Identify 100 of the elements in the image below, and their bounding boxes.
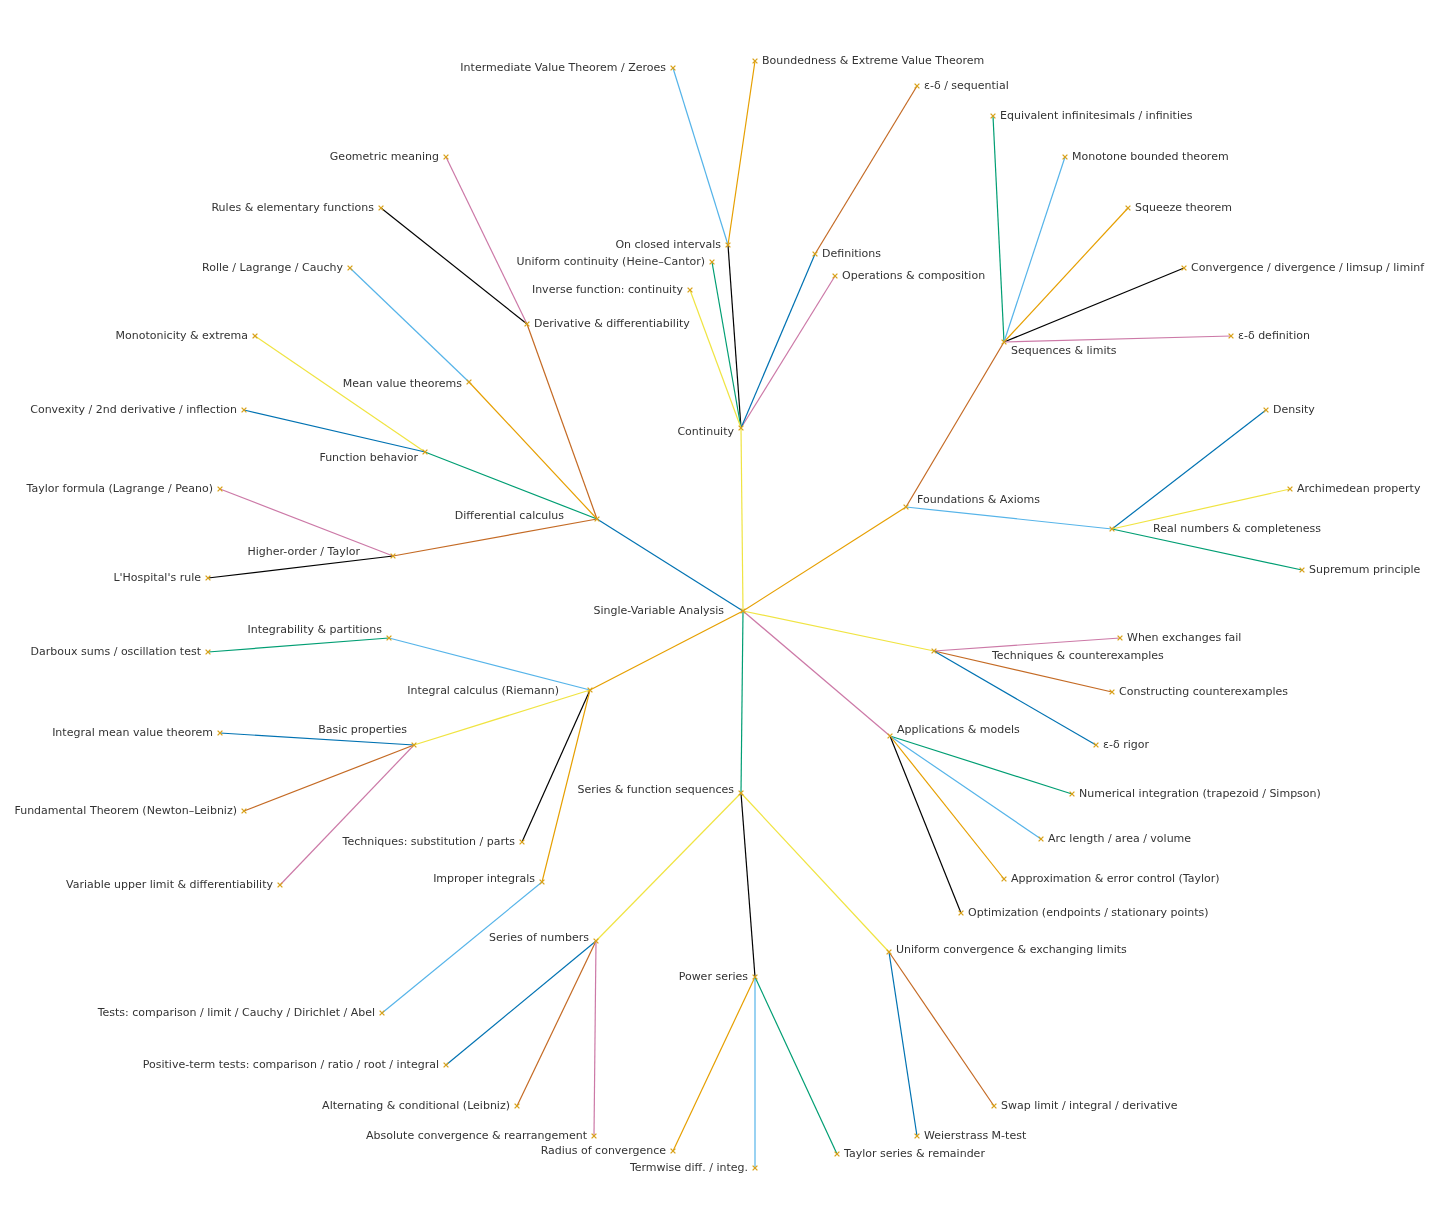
connector-line — [689, 289, 742, 429]
topic-label: Geometric meaning — [329, 151, 439, 163]
connector-line — [1111, 409, 1267, 530]
connector-line — [672, 976, 756, 1152]
connector-line — [593, 940, 597, 1137]
topic-label: Positive-term tests: comparison / ratio / root / integral — [142, 1059, 439, 1071]
topic-label: Series & function sequences — [577, 784, 734, 796]
topic-label: Integral mean value theorem — [52, 727, 213, 739]
topic-label: Taylor formula (Lagrange / Peano) — [26, 483, 213, 495]
topic-label: Constructing counterexamples — [1119, 686, 1288, 698]
topic-label: ε-δ rigor — [1103, 739, 1149, 751]
topic-label: Mean value theorems — [342, 378, 462, 390]
topic-label: Approximation & error control (Taylor) — [1011, 873, 1220, 885]
topic-label: Uniform continuity (Heine–Cantor) — [516, 256, 705, 268]
topic-label: Absolute convergence & rearrangement — [366, 1130, 587, 1142]
topic-label: Termwise diff. / integ. — [629, 1162, 748, 1174]
connector-line — [413, 689, 591, 746]
topic-label: Monotonicity & extrema — [115, 330, 248, 342]
connector-line — [589, 610, 744, 691]
topic-label: Fundamental Theorem (Newton–Leibniz) — [14, 805, 237, 817]
topic-label: Series of numbers — [488, 932, 589, 944]
topic-label: Function behavior — [319, 452, 418, 464]
connector-line — [740, 792, 756, 978]
connector-line — [889, 735, 962, 914]
topic-label: Continuity — [677, 426, 734, 438]
topic-label: Improper integrals — [433, 873, 535, 885]
topic-label: Real numbers & completeness — [1153, 523, 1322, 535]
topic-label: Supremum principle — [1309, 564, 1421, 576]
connector-line — [526, 323, 598, 520]
connector-line — [742, 506, 907, 612]
topic-label: Alternating & conditional (Leibniz) — [322, 1100, 510, 1112]
connector-line — [219, 488, 394, 557]
connector-line — [1003, 335, 1232, 343]
connector-line — [279, 744, 415, 886]
connector-line — [595, 792, 742, 942]
topic-label: Archimedean property — [1297, 483, 1421, 495]
connector-line — [905, 341, 1005, 508]
topic-label: Monotone bounded theorem — [1072, 151, 1229, 163]
connector-line — [992, 115, 1005, 343]
connector-line — [1003, 267, 1185, 343]
connector-line — [754, 976, 838, 1155]
topic-label: Density — [1273, 404, 1315, 416]
connector-line — [521, 689, 591, 843]
connector-line — [445, 940, 597, 1066]
connector-line — [424, 451, 598, 520]
connector-line — [888, 951, 918, 1137]
connector-line — [219, 732, 415, 746]
connector-line — [207, 555, 394, 579]
topic-label: ε-δ / sequential — [924, 80, 1009, 92]
topic-label: Weierstrass M-test — [924, 1130, 1027, 1142]
connector-line — [740, 253, 816, 429]
connector-line — [742, 610, 935, 652]
topic-label: Convergence / divergence / limsup / liminf — [1191, 262, 1425, 274]
topic-label: Boundedness & Extreme Value Theorem — [762, 55, 985, 67]
topic-label: L'Hospital's rule — [113, 572, 201, 584]
connector-line — [468, 381, 598, 520]
connector-line — [888, 951, 995, 1107]
connector-line — [1003, 156, 1066, 343]
topic-label: Darboux sums / oscillation test — [30, 646, 201, 658]
topic-label: Techniques: substitution / parts — [342, 836, 515, 848]
topic-label: Sequences & limits — [1011, 345, 1117, 357]
connector-line — [388, 637, 591, 691]
connector-line — [889, 735, 1073, 795]
topic-label: Uniform convergence & exchanging limits — [896, 944, 1127, 956]
topic-label: Radius of convergence — [540, 1145, 666, 1157]
connector-line — [754, 976, 756, 1169]
connector-line — [742, 610, 891, 737]
topic-label: Variable upper limit & differentiability — [66, 879, 273, 891]
topic-label: Higher-order / Taylor — [247, 546, 360, 558]
connector-line — [905, 506, 1113, 530]
connector-line — [672, 67, 729, 246]
topic-label: Power series — [678, 971, 748, 983]
topic-label: Operations & composition — [842, 270, 986, 282]
topic-label: Applications & models — [897, 724, 1020, 736]
connector-line — [380, 207, 528, 325]
connector-line — [392, 518, 598, 557]
connector-line — [243, 744, 415, 812]
topic-label: Intermediate Value Theorem / Zeroes — [460, 62, 666, 74]
topic-label: On closed intervals — [615, 239, 721, 251]
connector-line — [740, 610, 744, 794]
topic-label: Inverse function: continuity — [531, 284, 683, 296]
topic-label: Techniques & counterexamples — [992, 650, 1164, 662]
connector-line — [1111, 528, 1303, 571]
topic-label: Rolle / Lagrange / Cauchy — [202, 262, 343, 274]
topic-label: Basic properties — [318, 724, 407, 736]
topic-label: When exchanges fail — [1127, 632, 1242, 644]
topic-label: Rules & elementary functions — [211, 202, 374, 214]
topic-label: Squeeze theorem — [1135, 202, 1233, 214]
topic-label: Definitions — [822, 248, 881, 260]
connector-line — [516, 940, 597, 1107]
topic-label: Differential calculus — [454, 510, 564, 522]
topic-label: Arc length / area / volume — [1048, 833, 1192, 845]
topic-label: Foundations & Axioms — [917, 494, 1040, 506]
topic-label: Optimization (endpoints / stationary points) — [968, 907, 1209, 919]
topic-label: Convexity / 2nd derivative / inflection — [30, 404, 237, 416]
topic-label: Integrability & partitions — [247, 624, 382, 636]
connector-line — [445, 156, 528, 325]
connector-line — [933, 650, 1097, 746]
topic-label: Single-Variable Analysis — [593, 605, 724, 617]
connector-line — [381, 881, 543, 1014]
